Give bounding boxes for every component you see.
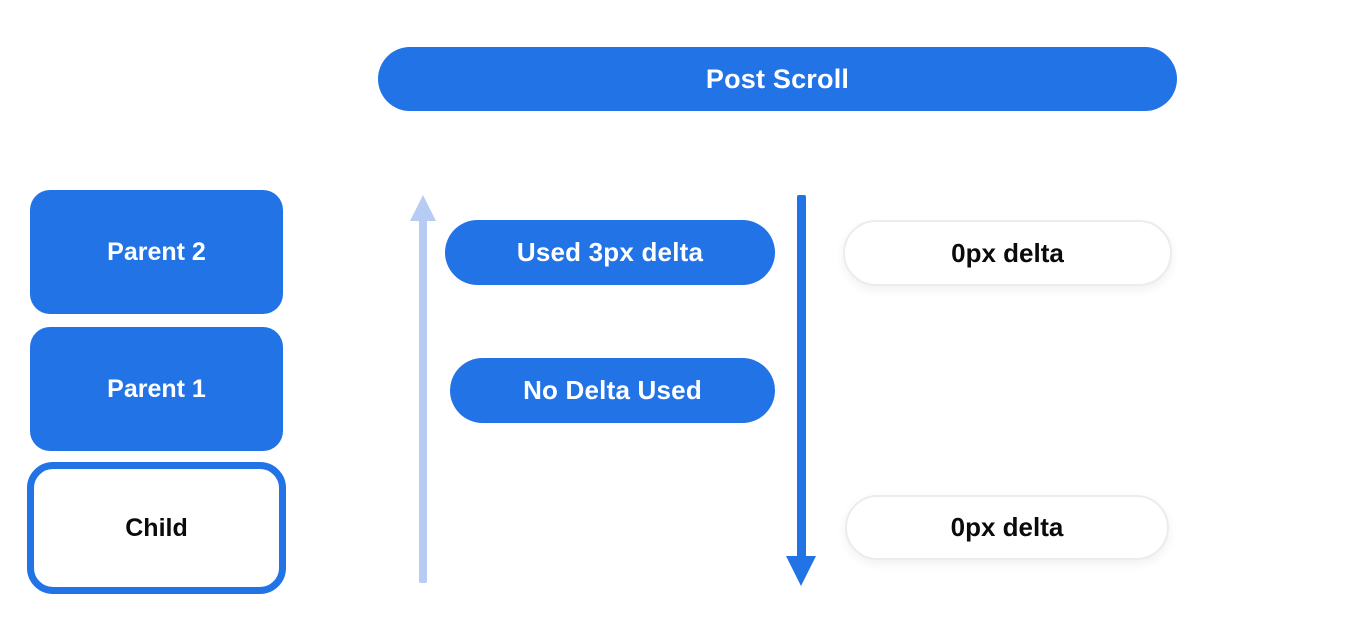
down-arrowhead-icon (786, 556, 816, 586)
parent1-box: Parent 1 (30, 327, 283, 451)
no-delta-used-pill: No Delta Used (450, 358, 775, 423)
parent2-box: Parent 2 (30, 190, 283, 314)
up-arrowhead-icon (410, 195, 436, 221)
post-scroll-banner: Post Scroll (378, 47, 1177, 111)
zero-px-delta-pill-top: 0px delta (843, 220, 1172, 286)
used-3px-delta-pill: Used 3px delta (445, 220, 775, 285)
up-arrow-shaft (419, 218, 427, 583)
down-arrow-shaft (797, 195, 806, 558)
zero-px-delta-pill-bottom: 0px delta (845, 495, 1169, 560)
child-box: Child (27, 462, 286, 594)
